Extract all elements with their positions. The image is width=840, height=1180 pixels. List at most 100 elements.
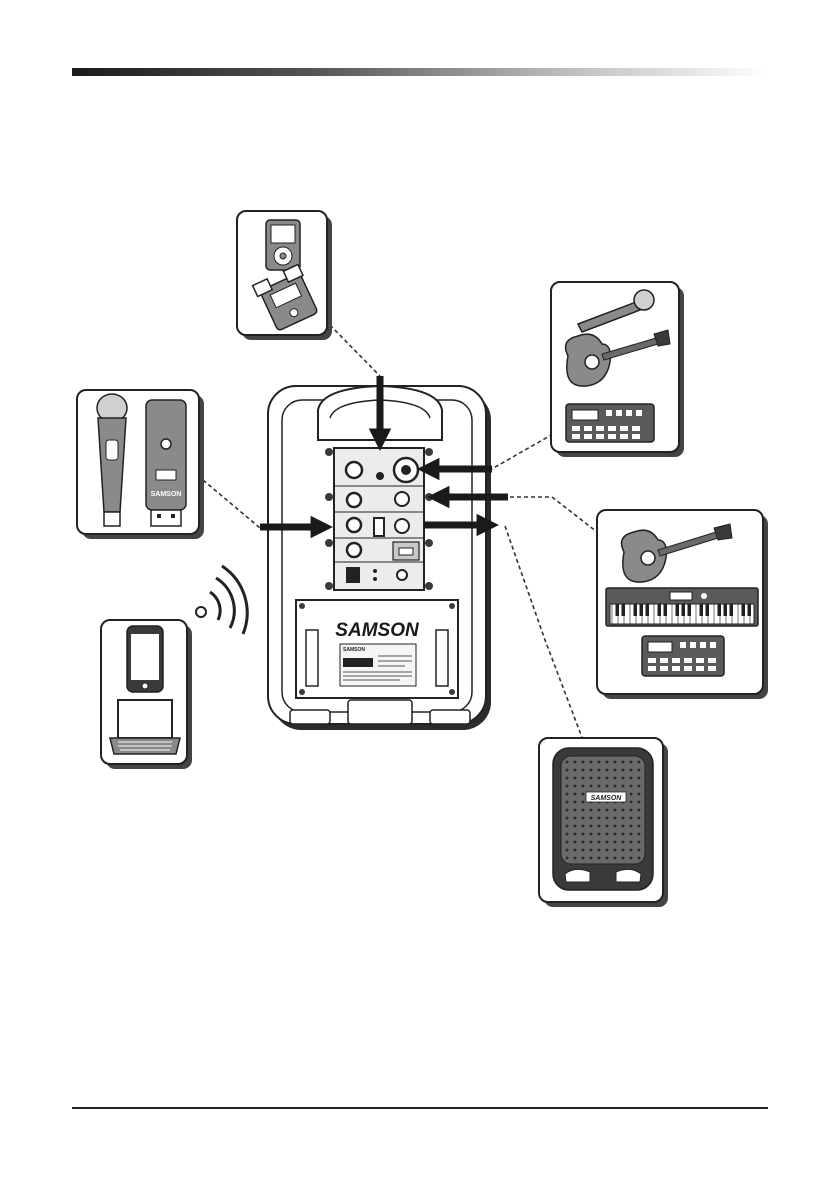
grille-dot bbox=[582, 793, 585, 796]
grille-dot bbox=[638, 809, 641, 812]
grille-dot bbox=[614, 849, 617, 852]
grille-dot bbox=[598, 809, 601, 812]
grille-dot bbox=[638, 849, 641, 852]
keyboard-black-key bbox=[682, 604, 686, 616]
grille-dot bbox=[630, 857, 633, 860]
grille-dot bbox=[622, 785, 625, 788]
grille-dot bbox=[582, 825, 585, 828]
footer-rule bbox=[72, 1107, 768, 1109]
grille-dot bbox=[614, 817, 617, 820]
grille-dot bbox=[598, 777, 601, 780]
grille-dot bbox=[630, 833, 633, 836]
dc-power-jack bbox=[397, 570, 407, 580]
plate-screw bbox=[449, 603, 455, 609]
speaker-icon: SAMSON bbox=[553, 748, 653, 890]
grille-dot bbox=[614, 785, 617, 788]
grille-dot bbox=[582, 817, 585, 820]
grille-dot bbox=[590, 817, 593, 820]
grille-dot bbox=[622, 841, 625, 844]
grille-dot bbox=[582, 777, 585, 780]
grille-dot bbox=[630, 817, 633, 820]
grille-dot bbox=[582, 761, 585, 764]
grille-dot bbox=[614, 761, 617, 764]
grille-dot bbox=[574, 849, 577, 852]
pair-button-face bbox=[399, 548, 413, 555]
grille-dot bbox=[590, 849, 593, 852]
line-media-player bbox=[325, 320, 380, 376]
volume-knob bbox=[347, 518, 361, 532]
grille-dot bbox=[630, 761, 633, 764]
plate-screw bbox=[299, 603, 305, 609]
grille-dot bbox=[590, 809, 593, 812]
panel-screw bbox=[325, 582, 333, 590]
grille-dot bbox=[566, 801, 569, 804]
speaker-label-plate: SAMSON SAMSON bbox=[296, 600, 458, 698]
smartphone-icon bbox=[127, 626, 163, 692]
grille-dot bbox=[566, 825, 569, 828]
keyboard-black-key bbox=[706, 604, 710, 616]
grille-dot bbox=[566, 769, 569, 772]
card-bluetooth-devices bbox=[101, 620, 192, 769]
card-wireless-mic: SAMSON bbox=[77, 390, 204, 539]
grille-dot bbox=[606, 769, 609, 772]
grille-dot bbox=[598, 841, 601, 844]
grille-dot bbox=[630, 793, 633, 796]
grille-dot bbox=[614, 833, 617, 836]
plate-screw bbox=[299, 689, 305, 695]
grille-dot bbox=[606, 761, 609, 764]
grille-dot bbox=[598, 785, 601, 788]
grille-dot bbox=[630, 777, 633, 780]
grille-dot bbox=[566, 793, 569, 796]
grille-dot bbox=[606, 841, 609, 844]
volume-knob bbox=[347, 543, 361, 557]
card-media-players bbox=[237, 211, 332, 340]
grille-dot bbox=[590, 777, 593, 780]
speaker-foot-left bbox=[290, 710, 330, 724]
combo-jack-center bbox=[401, 465, 411, 475]
grille-dot bbox=[622, 857, 625, 860]
grille-dot bbox=[566, 809, 569, 812]
grille-dot bbox=[638, 761, 641, 764]
panel-screw bbox=[325, 448, 333, 456]
drum-machine-icon bbox=[566, 404, 654, 442]
grille-dot bbox=[638, 801, 641, 804]
grille-dot bbox=[606, 777, 609, 780]
speaker-brand-logo: SAMSON bbox=[335, 620, 420, 641]
volume-knob bbox=[346, 462, 362, 478]
grille-dot bbox=[622, 849, 625, 852]
receiver-brand: SAMSON bbox=[151, 491, 182, 498]
grille-dot bbox=[582, 801, 585, 804]
grille-dot bbox=[598, 833, 601, 836]
keyboard-black-key bbox=[616, 604, 620, 616]
grille-dot bbox=[574, 857, 577, 860]
plate-screw bbox=[449, 689, 455, 695]
grille-dot bbox=[622, 777, 625, 780]
line-monitor-speaker bbox=[505, 526, 583, 740]
keyboard-black-key bbox=[634, 604, 638, 616]
grille-dot bbox=[574, 777, 577, 780]
grille-dot bbox=[598, 817, 601, 820]
grille-dot bbox=[582, 849, 585, 852]
card-line-instruments bbox=[597, 510, 768, 699]
grille-dot bbox=[630, 769, 633, 772]
grille-dot bbox=[566, 817, 569, 820]
speaker-foot-center bbox=[348, 700, 412, 724]
grille-dot bbox=[614, 769, 617, 772]
wireless-signal-icon bbox=[196, 566, 247, 634]
grille-dot bbox=[582, 857, 585, 860]
grille-dot bbox=[598, 825, 601, 828]
grille-dot bbox=[638, 825, 641, 828]
line-mic-instruments bbox=[490, 434, 553, 470]
keyboard-black-key bbox=[658, 604, 662, 616]
grille-dot bbox=[630, 809, 633, 812]
keyboard-black-key bbox=[700, 604, 704, 616]
power-switch bbox=[346, 567, 360, 583]
grille-dot bbox=[590, 769, 593, 772]
speaker-foot-right bbox=[430, 710, 470, 724]
keyboard-black-key bbox=[718, 604, 722, 616]
usb-slot bbox=[374, 518, 384, 536]
grille-dot bbox=[638, 769, 641, 772]
grille-dot bbox=[598, 769, 601, 772]
keyboard-black-key bbox=[646, 604, 650, 616]
